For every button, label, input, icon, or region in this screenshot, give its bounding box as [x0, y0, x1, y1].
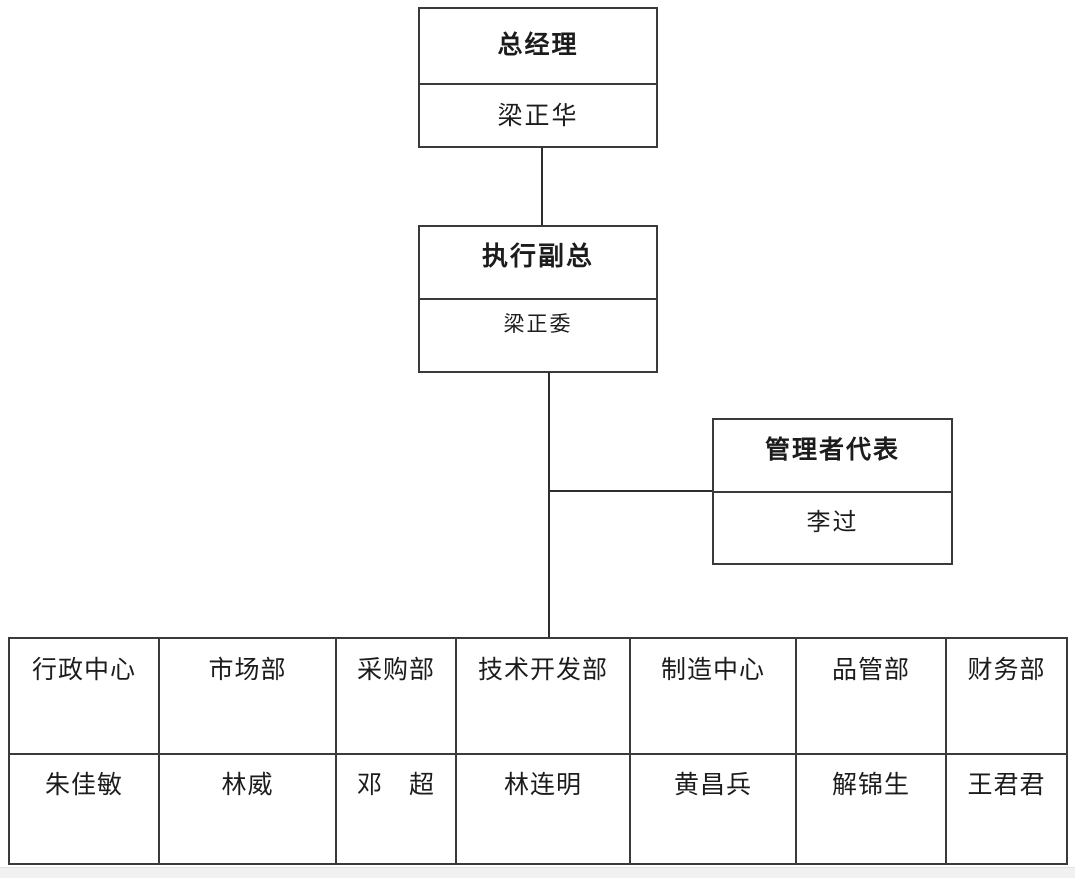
- dept-name-manufacturing-center: 制造中心: [631, 639, 797, 755]
- dept-head-quality-control: 解锦生: [797, 755, 947, 863]
- department-table: 行政中心 市场部 采购部 技术开发部 制造中心 品管部 财务部 朱佳敏 林威 邓…: [8, 637, 1068, 865]
- dept-name-tech-development: 技术开发部: [457, 639, 631, 755]
- dept-name-admin-center: 行政中心: [10, 639, 160, 755]
- dept-name-quality-control: 品管部: [797, 639, 947, 755]
- management-representative-title: 管理者代表: [714, 420, 951, 493]
- scan-shadow-strip: [0, 867, 1075, 878]
- connector-to-management-rep: [549, 490, 713, 492]
- node-general-manager: 总经理 梁正华: [418, 7, 658, 148]
- dept-name-purchasing: 采购部: [337, 639, 457, 755]
- dept-head-purchasing: 邓 超: [337, 755, 457, 863]
- dept-head-finance: 王君君: [967, 770, 1046, 799]
- node-executive-vp: 执行副总 梁正委: [418, 225, 658, 373]
- connector-vp-to-departments: [548, 372, 550, 638]
- dept-head-marketing: 林威: [160, 755, 337, 863]
- connector-gm-to-vp: [541, 147, 543, 226]
- dept-head-tech-development: 林连明: [457, 755, 631, 863]
- dept-name-finance: 财务部: [947, 639, 1066, 755]
- dept-name-marketing: 市场部: [160, 639, 337, 755]
- node-management-representative: 管理者代表 李过: [712, 418, 953, 565]
- executive-vp-name: 梁正委: [503, 312, 573, 336]
- executive-vp-title: 执行副总: [420, 227, 656, 300]
- dept-head-admin-center: 朱佳敏: [10, 755, 160, 863]
- general-manager-title: 总经理: [420, 9, 656, 85]
- management-representative-name: 李过: [806, 508, 859, 536]
- dept-head-manufacturing-center: 黄昌兵: [631, 755, 797, 863]
- general-manager-name: 梁正华: [497, 101, 579, 130]
